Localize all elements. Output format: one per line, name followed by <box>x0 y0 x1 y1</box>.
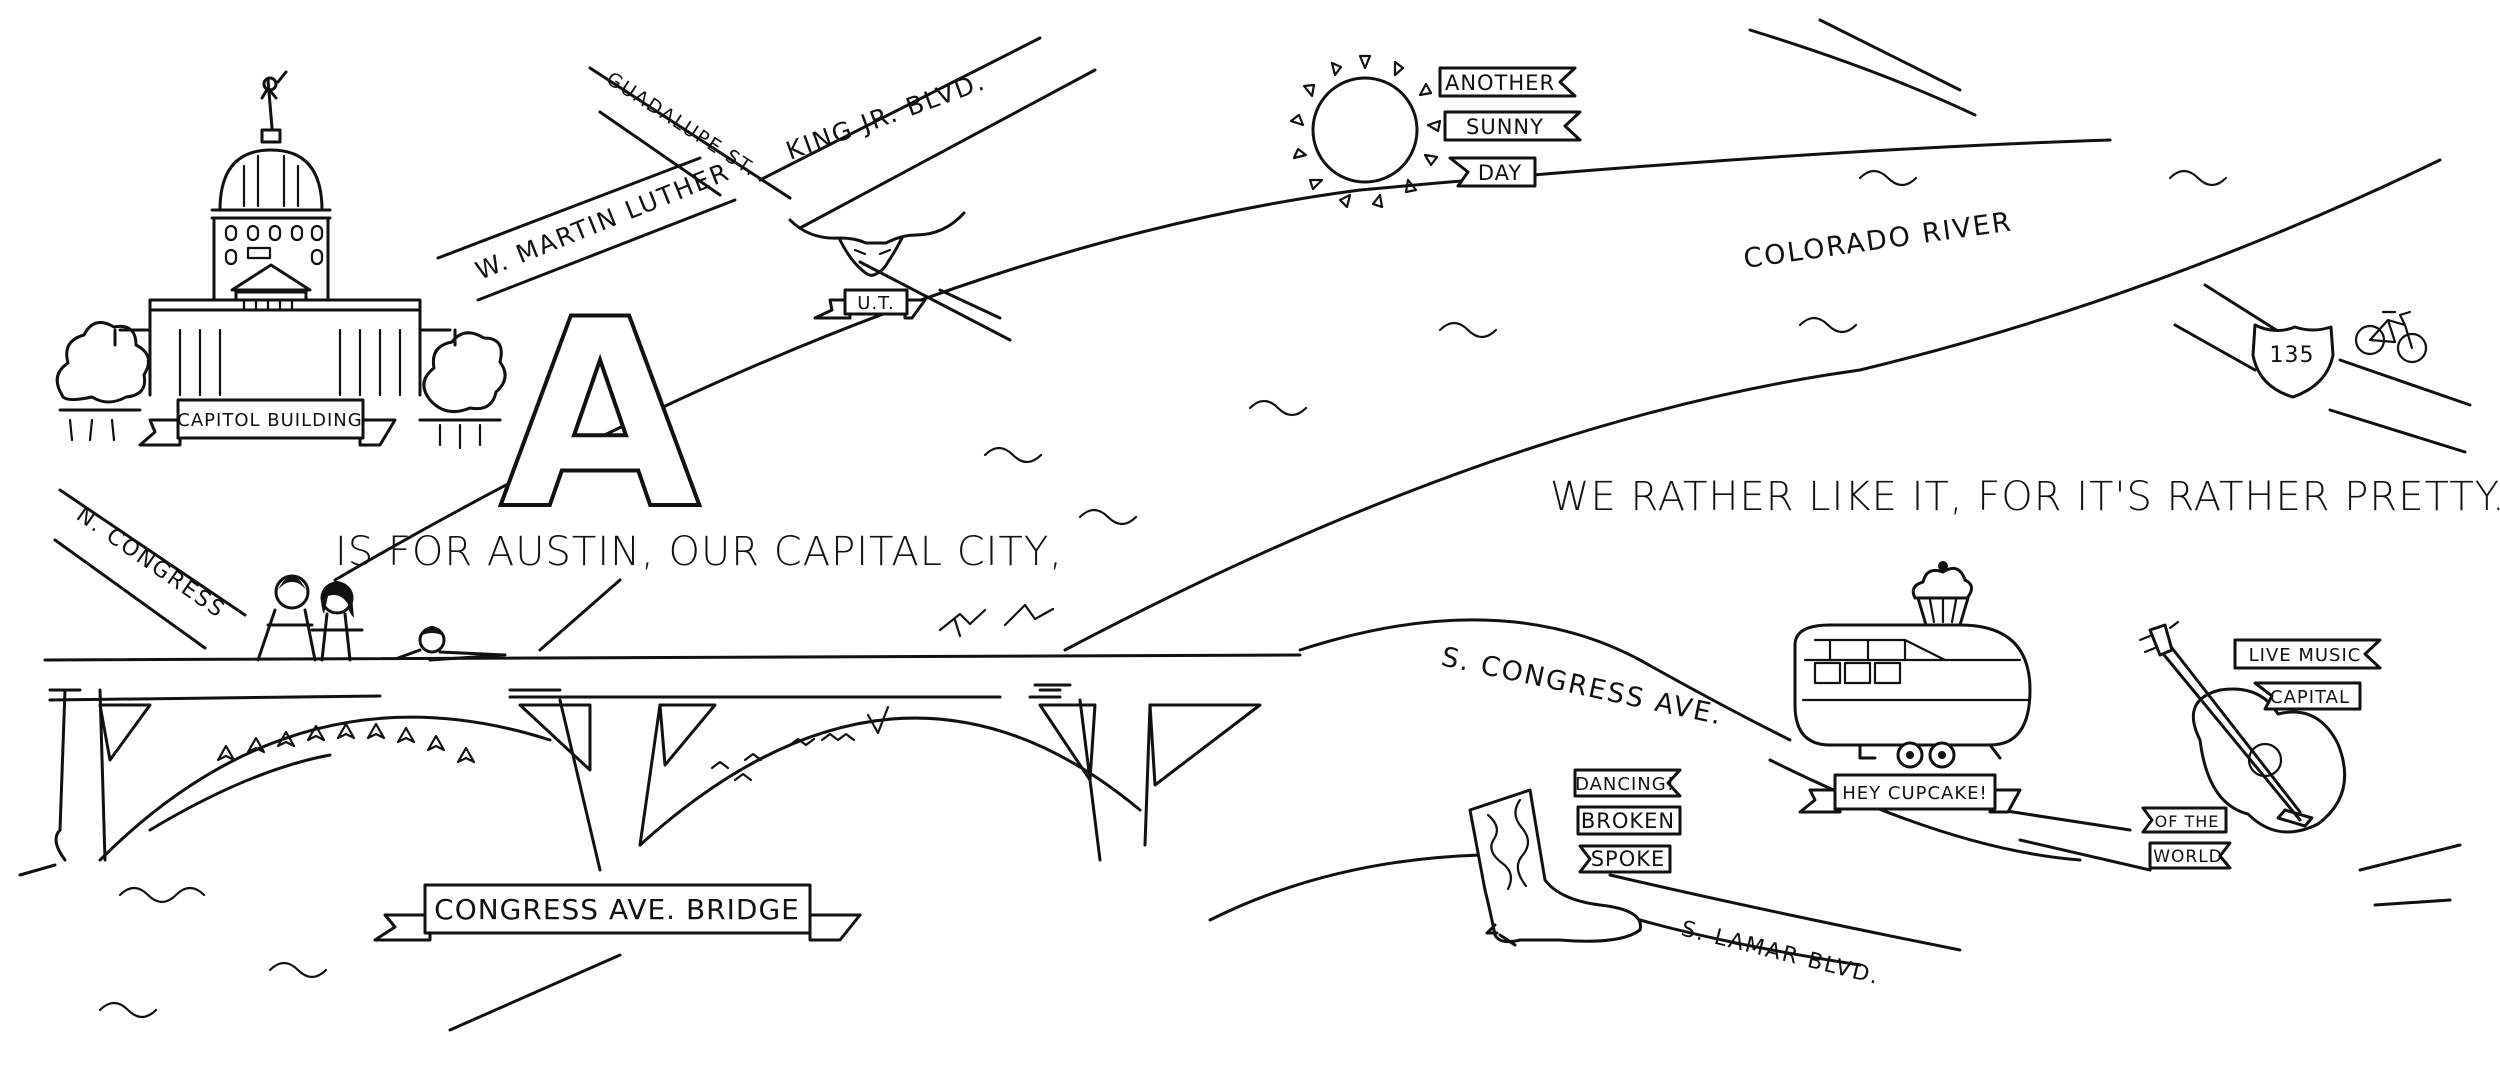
broken-spoke-line3: SPOKE <box>1591 847 1666 871</box>
hey-cupcake-banner: HEY CUPCAKE! <box>1798 773 2022 814</box>
n-congress-label: N. CONGRESS <box>72 502 230 623</box>
big-letter-a: A <box>499 265 702 567</box>
congress-ave-bridge: CONGRESS AVE. BRIDGE <box>43 603 1302 942</box>
live-music-line1: LIVE MUSIC <box>2249 645 2362 666</box>
sun-icon <box>1289 54 1442 209</box>
bridge-banner: CONGRESS AVE. BRIDGE <box>373 883 862 942</box>
highway-number: 135 <box>2270 343 2315 368</box>
of-the-world-banners: OF THE WORLD <box>2141 806 2232 870</box>
live-music-banners: LIVE MUSIC CAPITAL <box>2233 638 2382 711</box>
sunny-line1: ANOTHER <box>1445 71 1555 95</box>
guitar-icon <box>2138 620 2347 834</box>
capitol-banner: CAPITOL BUILDING <box>138 398 397 447</box>
sunny-day-banners: ANOTHER SUNNY DAY <box>1438 66 1582 188</box>
ut-label: U.T. <box>857 293 894 314</box>
streets <box>53 18 2472 1032</box>
colorado-river-label: COLORADO RIVER <box>1742 206 2015 274</box>
cupcake-icon <box>1911 561 1973 627</box>
airstream-trailer-icon <box>1793 623 2032 769</box>
capitol-label: CAPITOL BUILDING <box>177 410 362 431</box>
of-the-world-line1: OF THE <box>2155 812 2220 831</box>
broken-spoke-line1: DANCING! <box>1575 774 1675 795</box>
king-jr-label: KING JR. BLVD. <box>782 67 989 166</box>
bridge-label: CONGRESS AVE. BRIDGE <box>434 893 800 926</box>
highway-shield-icon: 135 <box>2251 323 2335 399</box>
people-icon <box>256 574 507 662</box>
capitol-building-icon <box>113 70 457 397</box>
hey-cupcake-label: HEY CUPCAKE! <box>1842 783 1988 804</box>
colorado-river <box>18 138 2442 1019</box>
verse-line-2: WE RATHER LIKE IT, FOR IT'S RATHER PRETT… <box>1550 474 2500 520</box>
sunny-line3: DAY <box>1478 161 1522 185</box>
trees-icon <box>55 321 507 450</box>
bicycle-icon <box>2354 310 2428 364</box>
cowboy-boot-icon <box>1468 788 1642 947</box>
sunny-line2: SUNNY <box>1466 115 1544 139</box>
live-music-line2: CAPITAL <box>2270 687 2350 708</box>
longhorn-icon: U.T. <box>788 211 966 320</box>
bats-icon <box>216 603 1055 782</box>
of-the-world-line2: WORLD <box>2153 847 2223 867</box>
broken-spoke-banners: DANCING! BROKEN SPOKE <box>1573 768 1682 874</box>
broken-spoke-line2: BROKEN <box>1581 809 1675 833</box>
verse-line-1: IS FOR AUSTIN, OUR CAPITAL CITY, <box>335 529 1063 575</box>
s-congress-label: S. CONGRESS AVE. <box>1439 642 1726 732</box>
